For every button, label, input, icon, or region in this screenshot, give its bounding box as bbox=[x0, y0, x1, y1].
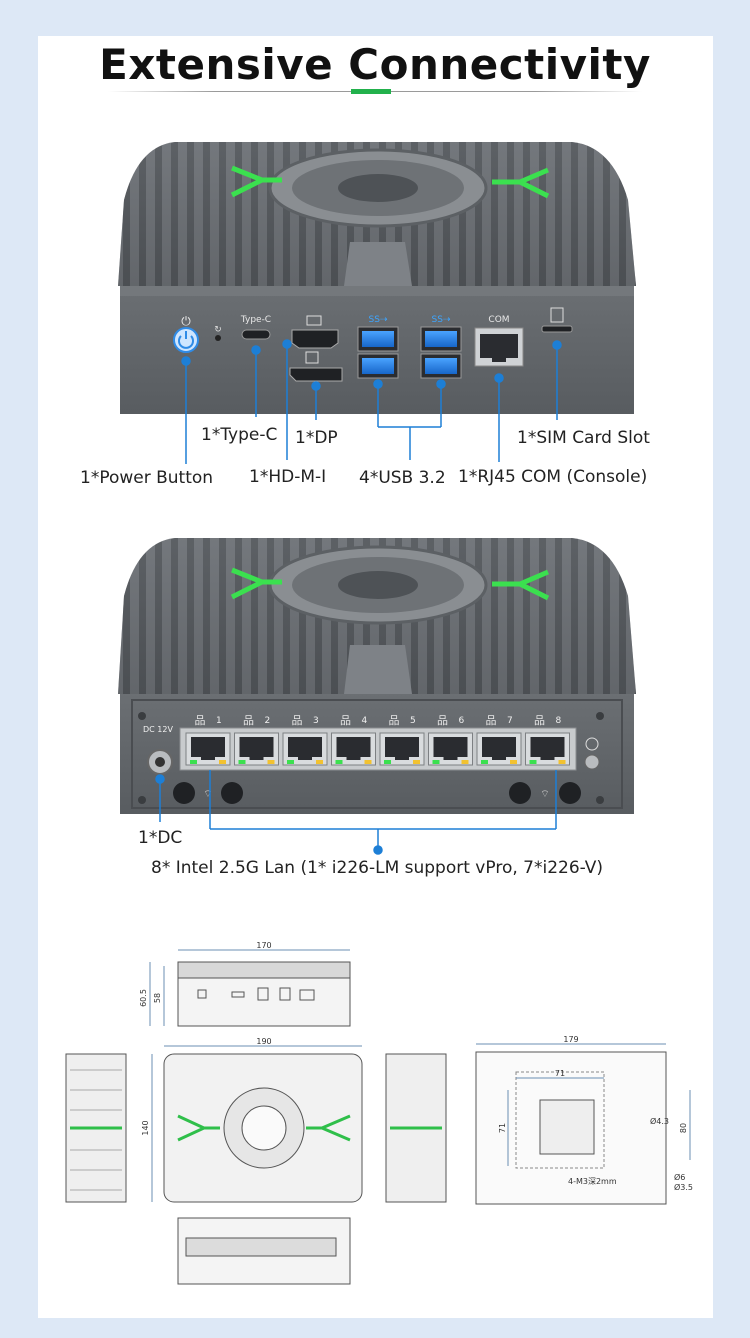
svg-text:⌔: ⌔ bbox=[203, 789, 212, 800]
label-type-c: 1*Type-C bbox=[201, 425, 278, 445]
dim-bracket-width: 179 bbox=[563, 1035, 578, 1044]
dim-body-width: 190 bbox=[256, 1037, 271, 1046]
sim-slot bbox=[541, 325, 573, 333]
label-power-button: 1*Power Button bbox=[80, 468, 214, 488]
network-icon: 品 bbox=[534, 714, 545, 727]
title-accent-bar bbox=[351, 89, 391, 94]
network-icon: 品 bbox=[389, 714, 400, 727]
usb-port-2 bbox=[362, 358, 394, 374]
type-c-port-text: Type-C bbox=[240, 315, 271, 325]
com-port bbox=[480, 334, 518, 358]
network-icon: 品 bbox=[340, 714, 351, 727]
dp-port bbox=[289, 367, 343, 382]
rear-callout-lines bbox=[155, 770, 557, 855]
usb-port-3 bbox=[425, 331, 457, 347]
type-c-port bbox=[241, 329, 271, 340]
lan-port-number: 6 bbox=[459, 716, 465, 726]
network-icon: 品 bbox=[437, 714, 448, 727]
lan-port-number: 1 bbox=[216, 716, 222, 726]
dc-label: DC 12V bbox=[143, 725, 173, 734]
front-accent-right bbox=[492, 167, 550, 199]
label-lan: 8* Intel 2.5G Lan (1* i226-LM support vP… bbox=[151, 858, 604, 878]
label-dp: 1*DP bbox=[295, 428, 338, 448]
dim-body-depth: 140 bbox=[141, 1120, 150, 1135]
dimension-labels: 170 60.5 58 190 140 179 71 71 80 4-M3深2m… bbox=[139, 941, 693, 1192]
dimension-drawings bbox=[65, 949, 691, 1285]
dim-dia-small: Ø4.3 bbox=[650, 1116, 669, 1126]
svg-text:↻: ↻ bbox=[214, 325, 222, 335]
label-hdmi: 1*HD-M-I bbox=[249, 467, 327, 487]
network-icon: 品 bbox=[195, 714, 206, 727]
lan-port-number: 7 bbox=[507, 716, 513, 726]
front-accent-left bbox=[230, 165, 282, 198]
svg-text:SS⇢: SS⇢ bbox=[369, 315, 388, 325]
lan-port-number: 4 bbox=[362, 716, 368, 726]
lan-port-number: 8 bbox=[556, 716, 562, 726]
usb-port-4 bbox=[425, 358, 457, 374]
label-sim: 1*SIM Card Slot bbox=[517, 428, 650, 448]
hdmi-port bbox=[291, 329, 339, 349]
svg-text:⏻: ⏻ bbox=[181, 314, 191, 328]
lan-port-number: 5 bbox=[410, 716, 416, 726]
network-icon: 品 bbox=[292, 714, 303, 727]
dim-hole-h: 71 bbox=[555, 1069, 565, 1078]
com-port-text: COM bbox=[488, 315, 509, 325]
front-callout-lines bbox=[181, 339, 562, 464]
dim-height-outer: 60.5 bbox=[139, 989, 148, 1007]
network-icon: 品 bbox=[486, 714, 497, 727]
dim-hole-note: 4-M3深2mm bbox=[568, 1177, 617, 1186]
front-device: ⏻ ↻ Type-C SS⇢ SS⇢ COM bbox=[118, 142, 636, 414]
dim-dia-mid: Ø6 bbox=[674, 1172, 685, 1182]
lan-port-number: 2 bbox=[265, 716, 271, 726]
svg-text:⌔: ⌔ bbox=[540, 789, 549, 800]
label-usb: 4*USB 3.2 bbox=[359, 468, 446, 488]
page-title: Extensive Connectivity bbox=[99, 40, 651, 89]
dim-dia-large: Ø3.5 bbox=[674, 1182, 693, 1192]
svg-text:SS⇢: SS⇢ bbox=[432, 315, 451, 325]
label-rj45-com: 1*RJ45 COM (Console) bbox=[458, 467, 648, 487]
dim-hole-v: 71 bbox=[498, 1123, 507, 1133]
network-icon: 品 bbox=[243, 714, 254, 727]
dim-bracket-height: 80 bbox=[679, 1123, 688, 1133]
label-dc: 1*DC bbox=[138, 828, 183, 848]
lan-port-number: 3 bbox=[313, 716, 319, 726]
dim-height-inner: 58 bbox=[153, 993, 162, 1003]
usb-port-1 bbox=[362, 331, 394, 347]
dim-top-width: 170 bbox=[256, 941, 271, 950]
